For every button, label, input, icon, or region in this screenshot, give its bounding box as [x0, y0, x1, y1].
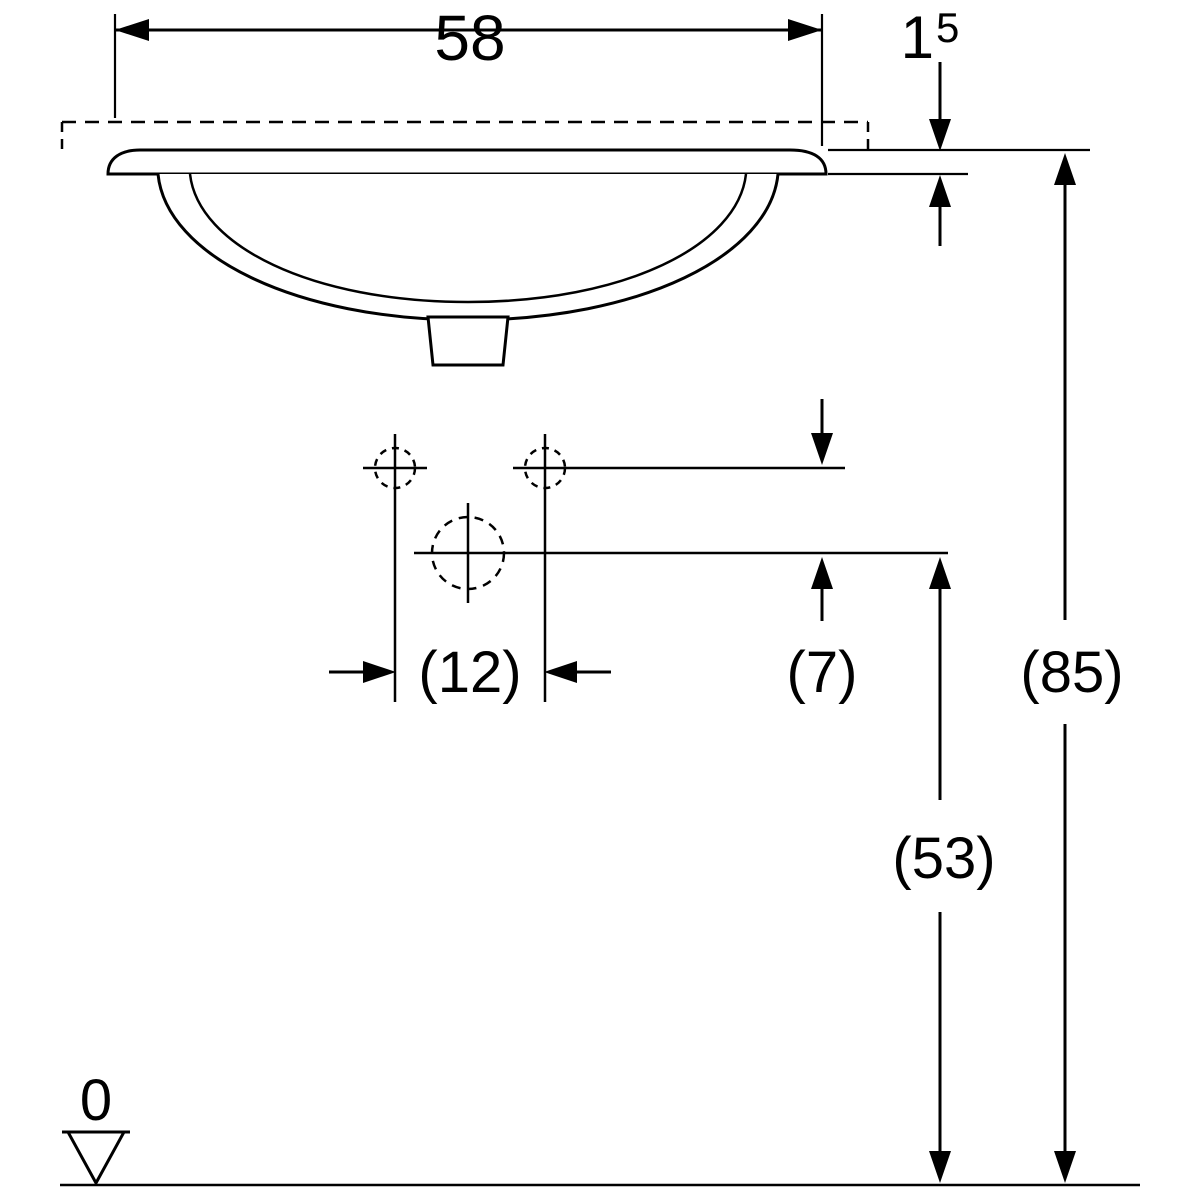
- datum-label: 0: [80, 1068, 112, 1133]
- dimension-offset-7: (7): [787, 557, 858, 705]
- washbasin-section: [106, 148, 828, 367]
- dimension-pointer-tapline: [811, 399, 833, 465]
- dimension-height-85: (85): [1020, 153, 1124, 1183]
- dimension-label-thickness: 15: [901, 4, 960, 71]
- dimension-height-53: (53): [892, 557, 996, 1183]
- arrowhead-down-icon: [929, 119, 951, 151]
- arrowhead-left-icon: [115, 19, 149, 41]
- dimension-label-height-mid: (53): [892, 826, 995, 891]
- washbasin-bowl-inner: [188, 173, 748, 304]
- arrowhead-up-icon: [929, 175, 951, 207]
- dimension-tap-spacing-12: (12): [329, 640, 611, 705]
- dimension-thickness-15: 15: [828, 4, 1090, 246]
- arrowhead-up-icon: [929, 557, 951, 589]
- arrowhead-down-icon: [929, 1151, 951, 1183]
- tap-hole-left: [363, 434, 427, 702]
- arrowhead-up-icon: [1054, 153, 1076, 185]
- drain-outlet: [426, 315, 510, 367]
- dimension-label-tap-spacing: (12): [418, 640, 521, 705]
- datum-triangle-icon: [65, 1130, 127, 1187]
- arrowhead-right-icon: [363, 661, 396, 683]
- washbasin-bowl-outer: [156, 173, 780, 322]
- dimension-label-height-total: (85): [1020, 640, 1123, 705]
- dimension-width-58: 58: [113, 2, 824, 146]
- countertop-dashed-outline: [60, 120, 870, 154]
- dimension-label-offset: (7): [787, 640, 858, 705]
- datum-zero: 0: [62, 1068, 130, 1187]
- arrowhead-down-icon: [1054, 1151, 1076, 1183]
- arrowhead-right-icon: [788, 19, 822, 41]
- arrowhead-down-icon: [811, 433, 833, 465]
- arrowhead-up-icon: [811, 557, 833, 589]
- arrowhead-left-icon: [544, 661, 577, 683]
- tap-hole-right: [513, 434, 845, 702]
- washbasin-rim: [106, 148, 828, 176]
- drain-hole-symbol: [414, 503, 948, 603]
- dimension-label-width: 58: [434, 2, 505, 74]
